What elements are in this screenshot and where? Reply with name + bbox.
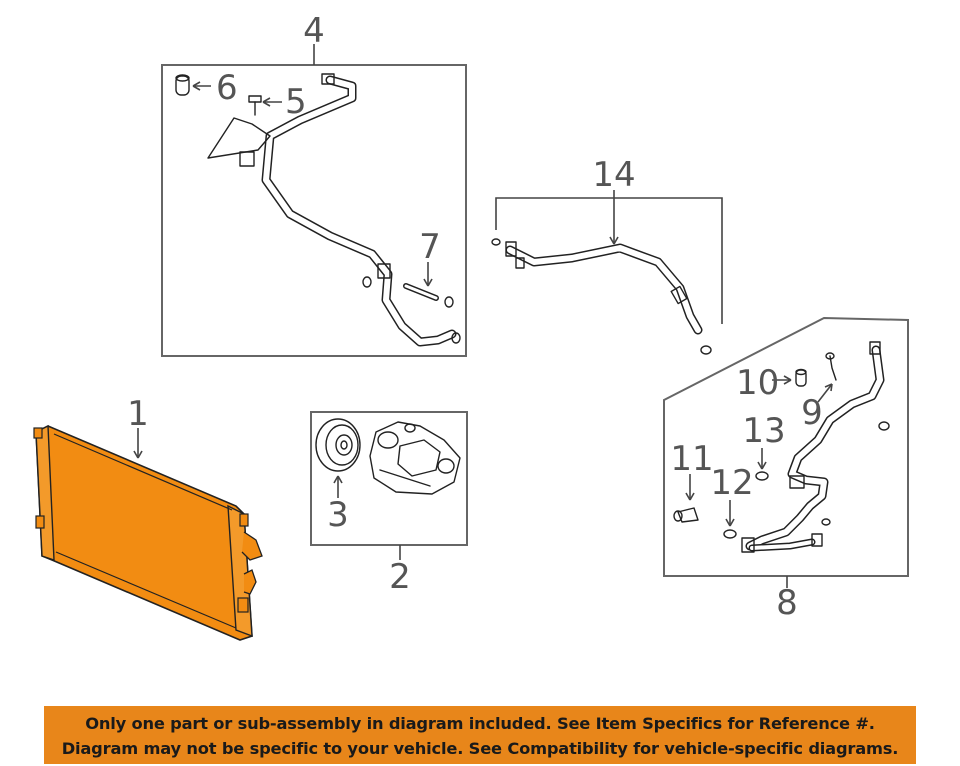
callout-6: 6 — [216, 68, 238, 108]
callout-1: 1 — [127, 394, 149, 434]
notice-line-2: Diagram may not be specific to your vehi… — [61, 739, 899, 758]
ac-line-part-4 — [207, 73, 461, 347]
group-8-frame — [663, 316, 909, 577]
callout-5: 5 — [285, 82, 307, 122]
bolt-part-5 — [248, 95, 262, 116]
compressor-part-2 — [369, 421, 461, 495]
callout-2: 2 — [389, 557, 411, 597]
callout-13: 13 — [742, 411, 785, 451]
cap-part-6 — [175, 74, 190, 96]
callout-14: 14 — [592, 155, 635, 195]
callout-3: 3 — [327, 495, 349, 535]
callout-8: 8 — [776, 583, 798, 623]
notice-line-1: Only one part or sub-assembly in diagram… — [85, 714, 875, 733]
group-8: 8 9 10 — [663, 316, 909, 623]
callout-12: 12 — [710, 463, 753, 503]
group-14: 14 — [491, 155, 723, 355]
seal-part-13 — [755, 471, 769, 481]
callout-7: 7 — [419, 227, 441, 267]
callout-11: 11 — [670, 439, 713, 479]
group-4: 4 6 5 — [161, 11, 467, 357]
group-2: 2 3 — [310, 411, 468, 597]
tube-part-8 — [741, 341, 890, 553]
valve-part-11 — [673, 507, 699, 523]
callout-9: 9 — [801, 393, 823, 433]
group-4-frame — [161, 64, 467, 357]
hose-part-14 — [491, 238, 712, 355]
callout-4: 4 — [303, 11, 325, 51]
stud-part-7 — [403, 283, 439, 301]
fitting-part-9 — [825, 352, 837, 381]
cap-part-10 — [795, 368, 807, 387]
group-2-frame — [310, 411, 468, 546]
condenser-part-1 — [33, 424, 263, 641]
clutch-part-3 — [315, 418, 361, 472]
callout-10: 10 — [736, 363, 779, 403]
notice-banner: Only one part or sub-assembly in diagram… — [44, 706, 916, 764]
seal-part-12 — [723, 529, 737, 539]
